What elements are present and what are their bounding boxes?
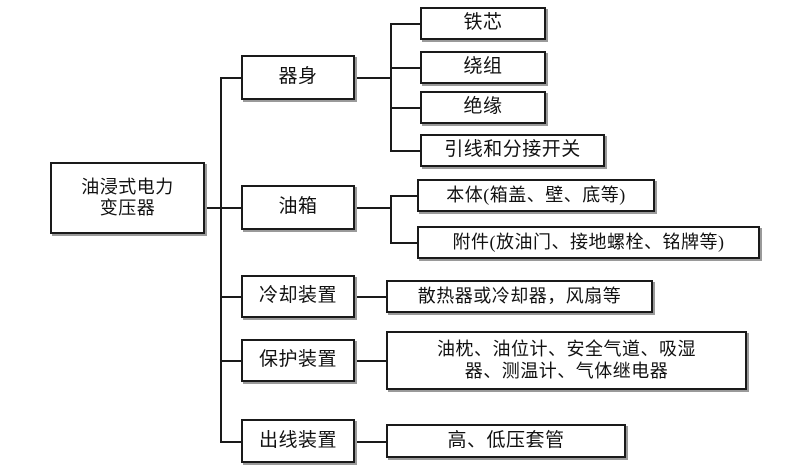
connector-cooling-out — [355, 296, 387, 298]
node-core[interactable]: 铁芯 — [420, 7, 546, 40]
connector-tank-child-2 — [390, 242, 418, 244]
node-cooling[interactable]: 冷却装置 — [241, 275, 355, 318]
node-tank[interactable]: 油箱 — [241, 185, 355, 230]
node-tank-main-body[interactable]: 本体(箱盖、壁、底等) — [417, 179, 655, 212]
connector-trunk-to-protection — [220, 360, 242, 362]
node-protection-devices-label: 油枕、油位计、安全气道、吸湿 器、测温计、气体继电器 — [437, 339, 696, 381]
node-core-label: 铁芯 — [463, 12, 503, 34]
node-root[interactable]: 油浸式电力 变压器 — [50, 162, 205, 234]
node-tank-accessories-label: 附件(放油门、接地螺栓、铭牌等) — [452, 231, 725, 252]
node-radiator-fan-label: 散热器或冷却器，风扇等 — [417, 285, 622, 306]
node-root-label: 油浸式电力 变压器 — [81, 176, 174, 218]
connector-tank-child-1 — [390, 195, 418, 197]
connector-body-child-2 — [390, 67, 421, 69]
node-body-label: 器身 — [278, 66, 318, 88]
node-winding-label: 绕组 — [463, 56, 503, 78]
connector-main-trunk — [220, 78, 222, 442]
node-outlet[interactable]: 出线装置 — [241, 419, 355, 463]
connector-body-child-4 — [390, 150, 421, 152]
connector-tank-out — [355, 207, 392, 209]
node-body[interactable]: 器身 — [241, 55, 355, 100]
connector-tank-subtrunk — [390, 196, 392, 244]
node-outlet-label: 出线装置 — [258, 429, 337, 451]
connector-trunk-to-body — [220, 77, 242, 79]
node-protection-devices[interactable]: 油枕、油位计、安全气道、吸湿 器、测温计、气体继电器 — [386, 331, 747, 390]
connector-protection-out — [355, 360, 387, 362]
node-protection[interactable]: 保护装置 — [241, 339, 355, 382]
connector-outlet-out — [355, 441, 387, 443]
node-leads-tap-changer[interactable]: 引线和分接开关 — [420, 134, 605, 167]
node-protection-label: 保护装置 — [258, 349, 337, 371]
node-bushings-label: 高、低压套管 — [447, 429, 565, 451]
node-bushings[interactable]: 高、低压套管 — [386, 424, 626, 458]
node-insulation-label: 绝缘 — [463, 96, 503, 118]
node-tank-accessories[interactable]: 附件(放油门、接地螺栓、铭牌等) — [417, 226, 760, 259]
node-leads-tap-changer-label: 引线和分接开关 — [444, 139, 581, 161]
node-insulation[interactable]: 绝缘 — [420, 91, 546, 124]
connector-trunk-to-outlet — [220, 441, 242, 443]
node-tank-main-body-label: 本体(箱盖、壁、底等) — [446, 184, 626, 205]
node-radiator-fan[interactable]: 散热器或冷却器，风扇等 — [386, 280, 653, 313]
connector-trunk-to-cooling — [220, 296, 242, 298]
connector-root-stub — [205, 207, 222, 209]
connector-body-child-1 — [390, 23, 421, 25]
connector-body-child-3 — [390, 107, 421, 109]
connector-body-subtrunk — [390, 24, 392, 151]
node-winding[interactable]: 绕组 — [420, 51, 546, 84]
node-tank-label: 油箱 — [278, 196, 318, 218]
connector-trunk-to-tank — [220, 207, 242, 209]
connector-body-out — [355, 77, 392, 79]
node-cooling-label: 冷却装置 — [258, 285, 337, 307]
